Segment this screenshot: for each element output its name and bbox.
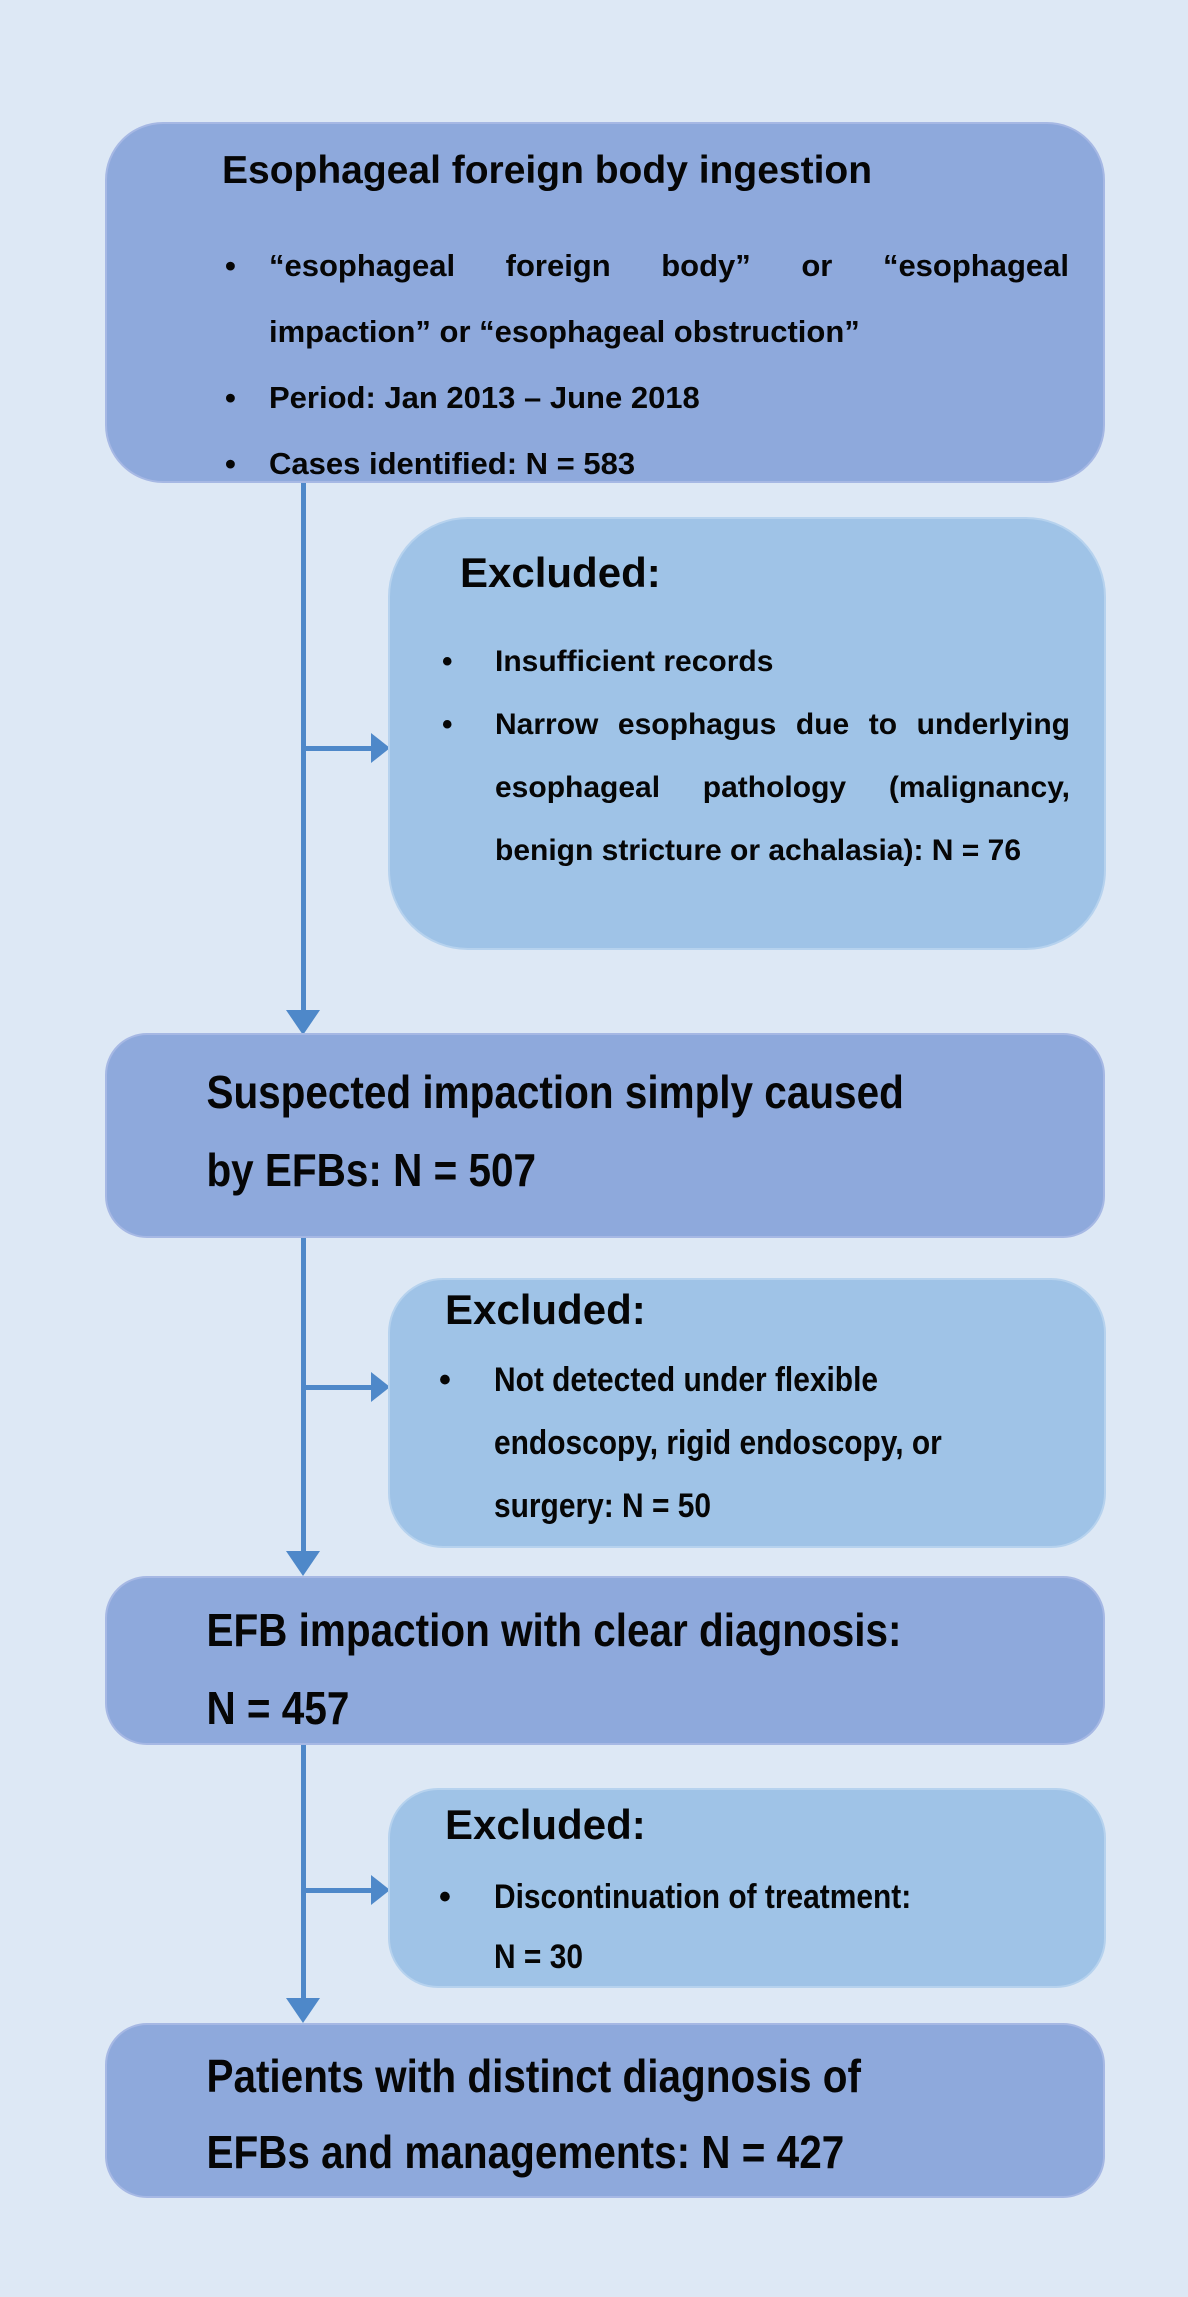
bullet-narrow-esophagus: Narrow esophagus due to underlying esoph… xyxy=(495,708,1070,867)
bullet-cases-identified: Cases identified: N = 583 xyxy=(269,446,636,481)
list-item: • Discontinuation of treatment: N = 30 xyxy=(439,1867,1104,1987)
box-suspected-impaction: Suspected impaction simply caused by EFB… xyxy=(105,1033,1105,1238)
list-item: • Not detected under flexible endoscopy,… xyxy=(439,1349,1104,1538)
excluded-3-bullets: • Discontinuation of treatment: N = 30 xyxy=(390,1867,1104,1987)
arrowhead-down-2 xyxy=(286,1551,320,1576)
excluded-2-heading: Excluded: xyxy=(445,1286,646,1333)
bullet-icon: • xyxy=(439,1361,451,1399)
bullet-icon: • xyxy=(225,248,236,283)
box-excluded-1: Excluded: • Insufficient records • Narro… xyxy=(388,517,1106,950)
text-line: Patients with distinct diagnosis of xyxy=(206,2050,861,2102)
list-item: • Cases identified: N = 583 xyxy=(225,431,1103,497)
bullet-not-detected: Not detected under flexible endoscopy, r… xyxy=(494,1361,942,1525)
text-line: N = 457 xyxy=(206,1682,350,1734)
text-line: EFB impaction with clear diagnosis: xyxy=(206,1604,902,1656)
bullet-icon: • xyxy=(225,446,236,481)
box-foreign-body-ingestion: Esophageal foreign body ingestion • “eso… xyxy=(105,122,1105,483)
arrowhead-down-1 xyxy=(286,1010,320,1035)
text-line: EFBs and managements: N = 427 xyxy=(206,2126,845,2178)
box-foreign-body-ingestion-title: Esophageal foreign body ingestion xyxy=(222,149,873,192)
arrowhead-down-3 xyxy=(286,1998,320,2023)
arrowhead-exclude-2 xyxy=(371,1372,390,1402)
box-foreign-body-ingestion-bullets: • “esophageal foreign body” or “esophage… xyxy=(107,233,1103,497)
connector-line-exclude-3 xyxy=(303,1888,373,1893)
arrowhead-exclude-1 xyxy=(371,733,390,763)
box-clear-diagnosis: EFB impaction with clear diagnosis: N = … xyxy=(105,1576,1105,1745)
box-distinct-diagnosis-text: Patients with distinct diagnosis of EFBs… xyxy=(107,2025,983,2190)
bullet-discontinuation: Discontinuation of treatment: N = 30 xyxy=(494,1878,912,1976)
excluded-1-bullets: • Insufficient records • Narrow esophagu… xyxy=(390,630,1104,882)
text-line: by EFBs: N = 507 xyxy=(206,1144,537,1196)
box-distinct-diagnosis: Patients with distinct diagnosis of EFBs… xyxy=(105,2023,1105,2198)
box-clear-diagnosis-text: EFB impaction with clear diagnosis: N = … xyxy=(107,1578,983,1747)
bullet-icon: • xyxy=(225,380,236,415)
connector-line-down-3 xyxy=(301,1745,306,1998)
bullet-icon: • xyxy=(442,645,453,678)
connector-line-exclude-2 xyxy=(303,1385,373,1390)
text-line: Suspected impaction simply caused xyxy=(206,1066,904,1118)
excluded-2-bullets: • Not detected under flexible endoscopy,… xyxy=(390,1349,1104,1538)
bullet-icon: • xyxy=(442,708,453,741)
list-item: • “esophageal foreign body” or “esophage… xyxy=(225,233,1103,365)
box-excluded-2: Excluded: • Not detected under flexible … xyxy=(388,1278,1106,1548)
bullet-period: Period: Jan 2013 – June 2018 xyxy=(269,380,700,415)
bullet-search-terms: “esophageal foreign body” or “esophageal… xyxy=(269,248,1069,349)
excluded-1-heading: Excluded: xyxy=(460,549,661,596)
connector-line-down-2 xyxy=(301,1238,306,1551)
list-item: • Insufficient records xyxy=(442,630,1104,693)
box-excluded-3: Excluded: • Discontinuation of treatment… xyxy=(388,1788,1106,1988)
bullet-insufficient-records: Insufficient records xyxy=(495,645,774,678)
list-item: • Period: Jan 2013 – June 2018 xyxy=(225,365,1103,431)
connector-line-exclude-1 xyxy=(303,746,373,751)
excluded-3-heading: Excluded: xyxy=(445,1801,646,1848)
bullet-icon: • xyxy=(439,1878,451,1916)
list-item: • Narrow esophagus due to underlying eso… xyxy=(442,693,1104,882)
box-suspected-impaction-text: Suspected impaction simply caused by EFB… xyxy=(107,1035,983,1209)
arrowhead-exclude-3 xyxy=(371,1875,390,1905)
